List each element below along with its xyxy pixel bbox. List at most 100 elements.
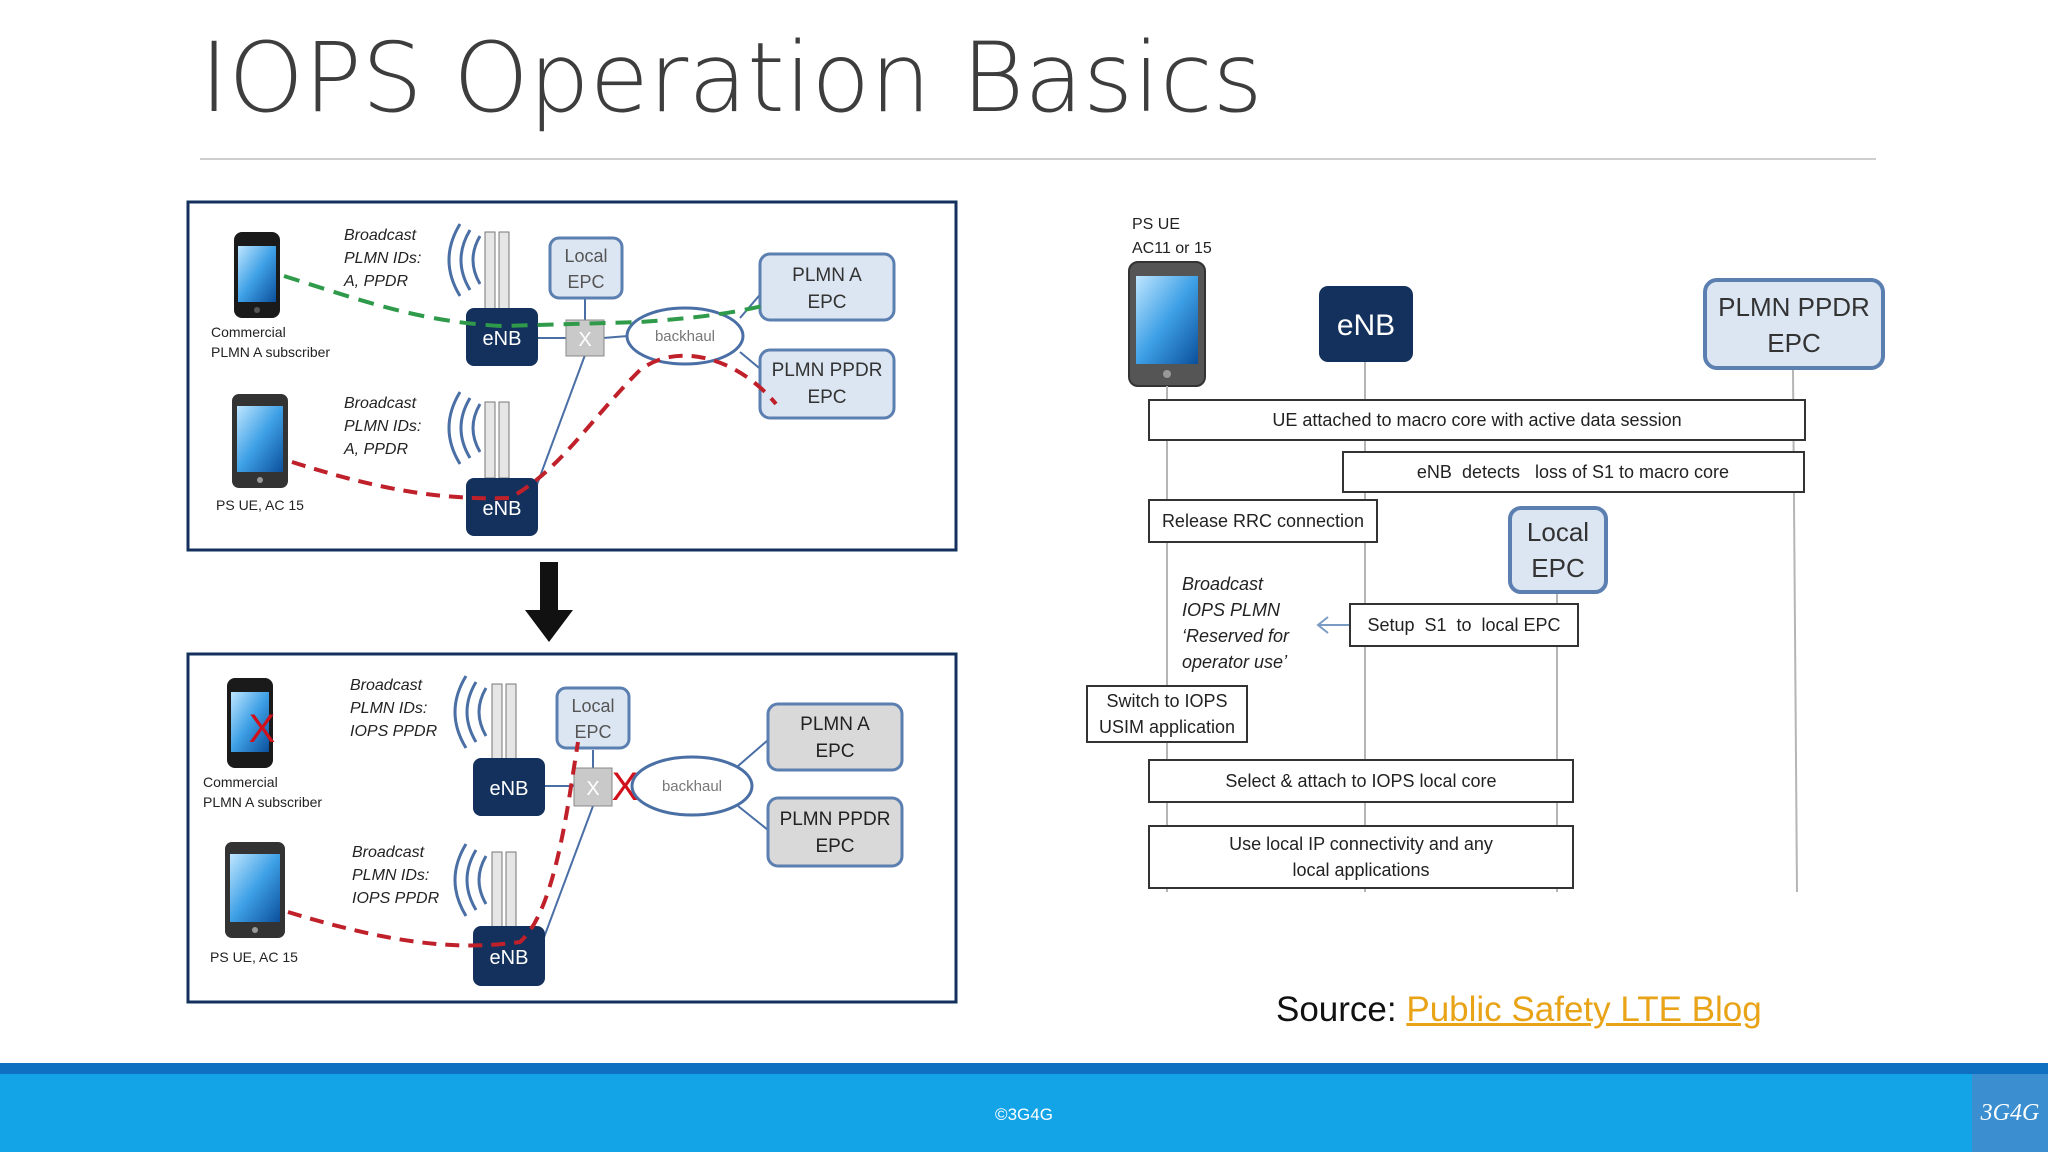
bottom-switch: X — [573, 767, 613, 807]
top-local-epc: Local EPC — [548, 236, 624, 300]
bottom-broadcast-2-b: PLMN IDs: — [352, 867, 429, 884]
svg-text:Setup S1 to local EPC: Setup S1 to local EPC — [1367, 615, 1560, 635]
svg-text:eNB: eNB — [1337, 309, 1395, 342]
top-plmn-a-epc: PLMN A EPC — [758, 252, 896, 322]
svg-text:EPC: EPC — [1767, 328, 1820, 358]
top-switch: X — [565, 319, 605, 357]
bottom-broadcast-1-b: PLMN IDs: — [350, 700, 427, 717]
seq-msg-attached: UE attached to macro core with active da… — [1148, 399, 1806, 441]
source-link[interactable]: Public Safety LTE Blog — [1406, 990, 1762, 1029]
sequence-diagram: PS UE AC11 or 15 eNB PLMN PPDR EPC UE at… — [1086, 216, 1885, 893]
svg-text:Select & attach to IOPS local: Select & attach to IOPS local core — [1225, 771, 1496, 791]
top-broadcast-2-c: A, PPDR — [343, 441, 408, 458]
radio-waves-icon — [453, 675, 488, 749]
bottom-broadcast-1-a: Broadcast — [350, 677, 423, 694]
svg-text:Local: Local — [1527, 517, 1589, 547]
svg-text:EPC: EPC — [807, 292, 846, 313]
svg-text:backhaul: backhaul — [662, 778, 722, 795]
diagram-canvas: Commercial PLMN A subscriber PS UE, AC 1… — [186, 200, 1885, 1004]
svg-text:Local: Local — [571, 696, 614, 716]
svg-text:eNB: eNB — [490, 778, 529, 800]
bottom-panel: X Commercial PLMN A subscriber PS UE, AC… — [186, 652, 958, 1004]
bottom-broadcast-2-a: Broadcast — [352, 844, 425, 861]
top-broadcast-1-c: A, PPDR — [343, 273, 408, 290]
bottom-phone-1-label-b: PLMN A subscriber — [203, 794, 322, 810]
top-red-path — [291, 353, 778, 501]
slide-title: IOPS Operation Basics — [200, 22, 1263, 134]
svg-text:backhaul: backhaul — [655, 328, 715, 345]
phone-icon — [227, 678, 273, 768]
phone-icon — [1128, 261, 1206, 387]
top-backhaul: backhaul — [625, 306, 745, 366]
top-panel: Commercial PLMN A subscriber PS UE, AC 1… — [186, 200, 958, 552]
svg-text:Release RRC connection: Release RRC connection — [1162, 511, 1364, 531]
svg-text:eNB detects loss of S1 to m: eNB detects loss of S1 to macro core — [1417, 462, 1729, 482]
bottom-plmn-a-epc: PLMN A EPC — [766, 702, 904, 772]
svg-text:local applications: local applications — [1292, 860, 1429, 880]
footer-bar — [0, 1074, 2048, 1152]
seq-msg-switch: Switch to IOPS USIM application — [1086, 685, 1248, 743]
svg-text:PLMN A: PLMN A — [792, 265, 862, 286]
bottom-broadcast-2-c: IOPS PPDR — [352, 890, 440, 907]
top-enb-1: eNB — [466, 308, 538, 366]
svg-text:Use local IP connectivity and: Use local IP connectivity and any — [1229, 834, 1493, 854]
seq-msg-setup: Setup S1 to local EPC — [1349, 603, 1579, 647]
bottom-plmn-ppdr-epc: PLMN PPDR EPC — [766, 796, 904, 868]
svg-text:EPC: EPC — [815, 836, 854, 857]
title-divider — [200, 158, 1876, 160]
blocked-x-icon: X — [249, 707, 276, 751]
svg-text:Local: Local — [564, 246, 607, 266]
top-broadcast-2-b: PLMN IDs: — [344, 418, 421, 435]
arrow-left-icon — [1316, 616, 1350, 634]
svg-text:X: X — [578, 329, 591, 351]
top-green-path — [283, 274, 771, 329]
svg-text:EPC: EPC — [1531, 553, 1584, 583]
source-label: Source: — [1276, 990, 1407, 1029]
svg-text:PLMN PPDR: PLMN PPDR — [780, 809, 891, 830]
footer-accent-bar — [0, 1063, 2048, 1074]
seq-ue-label-b: AC11 or 15 — [1132, 240, 1212, 257]
svg-text:X: X — [586, 778, 599, 800]
top-broadcast-1-b: PLMN IDs: — [344, 250, 421, 267]
radio-waves-icon — [447, 223, 482, 297]
seq-enb: eNB — [1319, 286, 1413, 362]
top-plmn-ppdr-epc: PLMN PPDR EPC — [758, 348, 896, 420]
source-line: Source: Public Safety LTE Blog — [1276, 990, 1762, 1030]
seq-note-d: operator use’ — [1182, 652, 1288, 672]
seq-note-a: Broadcast — [1182, 574, 1264, 594]
bottom-local-epc: Local EPC — [555, 686, 631, 750]
svg-text:USIM application: USIM application — [1099, 717, 1235, 737]
seq-plmn-ppdr-epc: PLMN PPDR EPC — [1703, 278, 1885, 370]
bottom-broadcast-1-c: IOPS PPDR — [350, 723, 438, 740]
phone-icon — [232, 394, 288, 488]
svg-text:PLMN PPDR: PLMN PPDR — [1718, 292, 1870, 322]
bottom-backhaul: backhaul — [630, 755, 754, 817]
top-phone-1-label-a: Commercial — [211, 324, 286, 340]
copyright-text: ©3G4G — [995, 1105, 1053, 1124]
svg-text:Switch to IOPS: Switch to IOPS — [1106, 691, 1227, 711]
bottom-enb-1: eNB — [473, 758, 545, 816]
phone-icon — [234, 232, 280, 318]
svg-text:UE attached to macro core with: UE attached to macro core with active da… — [1272, 410, 1681, 430]
seq-ue-label-a: PS UE — [1132, 216, 1180, 233]
seq-msg-select: Select & attach to IOPS local core — [1148, 759, 1574, 803]
phone-icon — [225, 842, 285, 938]
svg-text:eNB: eNB — [483, 328, 522, 350]
radio-waves-icon — [447, 391, 482, 465]
bottom-phone-1-label-a: Commercial — [203, 774, 278, 790]
svg-text:EPC: EPC — [574, 722, 611, 742]
bottom-enb-2: eNB — [473, 926, 545, 986]
bottom-phone-2-label: PS UE, AC 15 — [210, 949, 298, 965]
radio-waves-icon — [453, 843, 488, 917]
brand-logo: 3G4G — [1972, 1074, 2048, 1152]
seq-msg-use: Use local IP connectivity and any local … — [1148, 825, 1574, 889]
svg-text:eNB: eNB — [483, 498, 522, 520]
seq-local-epc: Local EPC — [1508, 506, 1608, 594]
top-broadcast-1-a: Broadcast — [344, 227, 417, 244]
seq-msg-detects: eNB detects loss of S1 to macro core — [1342, 451, 1805, 493]
svg-text:EPC: EPC — [807, 387, 846, 408]
svg-text:PLMN A: PLMN A — [800, 714, 870, 735]
top-phone-1-label-b: PLMN A subscriber — [211, 344, 330, 360]
svg-text:EPC: EPC — [815, 741, 854, 762]
bottom-red-path — [287, 741, 580, 948]
